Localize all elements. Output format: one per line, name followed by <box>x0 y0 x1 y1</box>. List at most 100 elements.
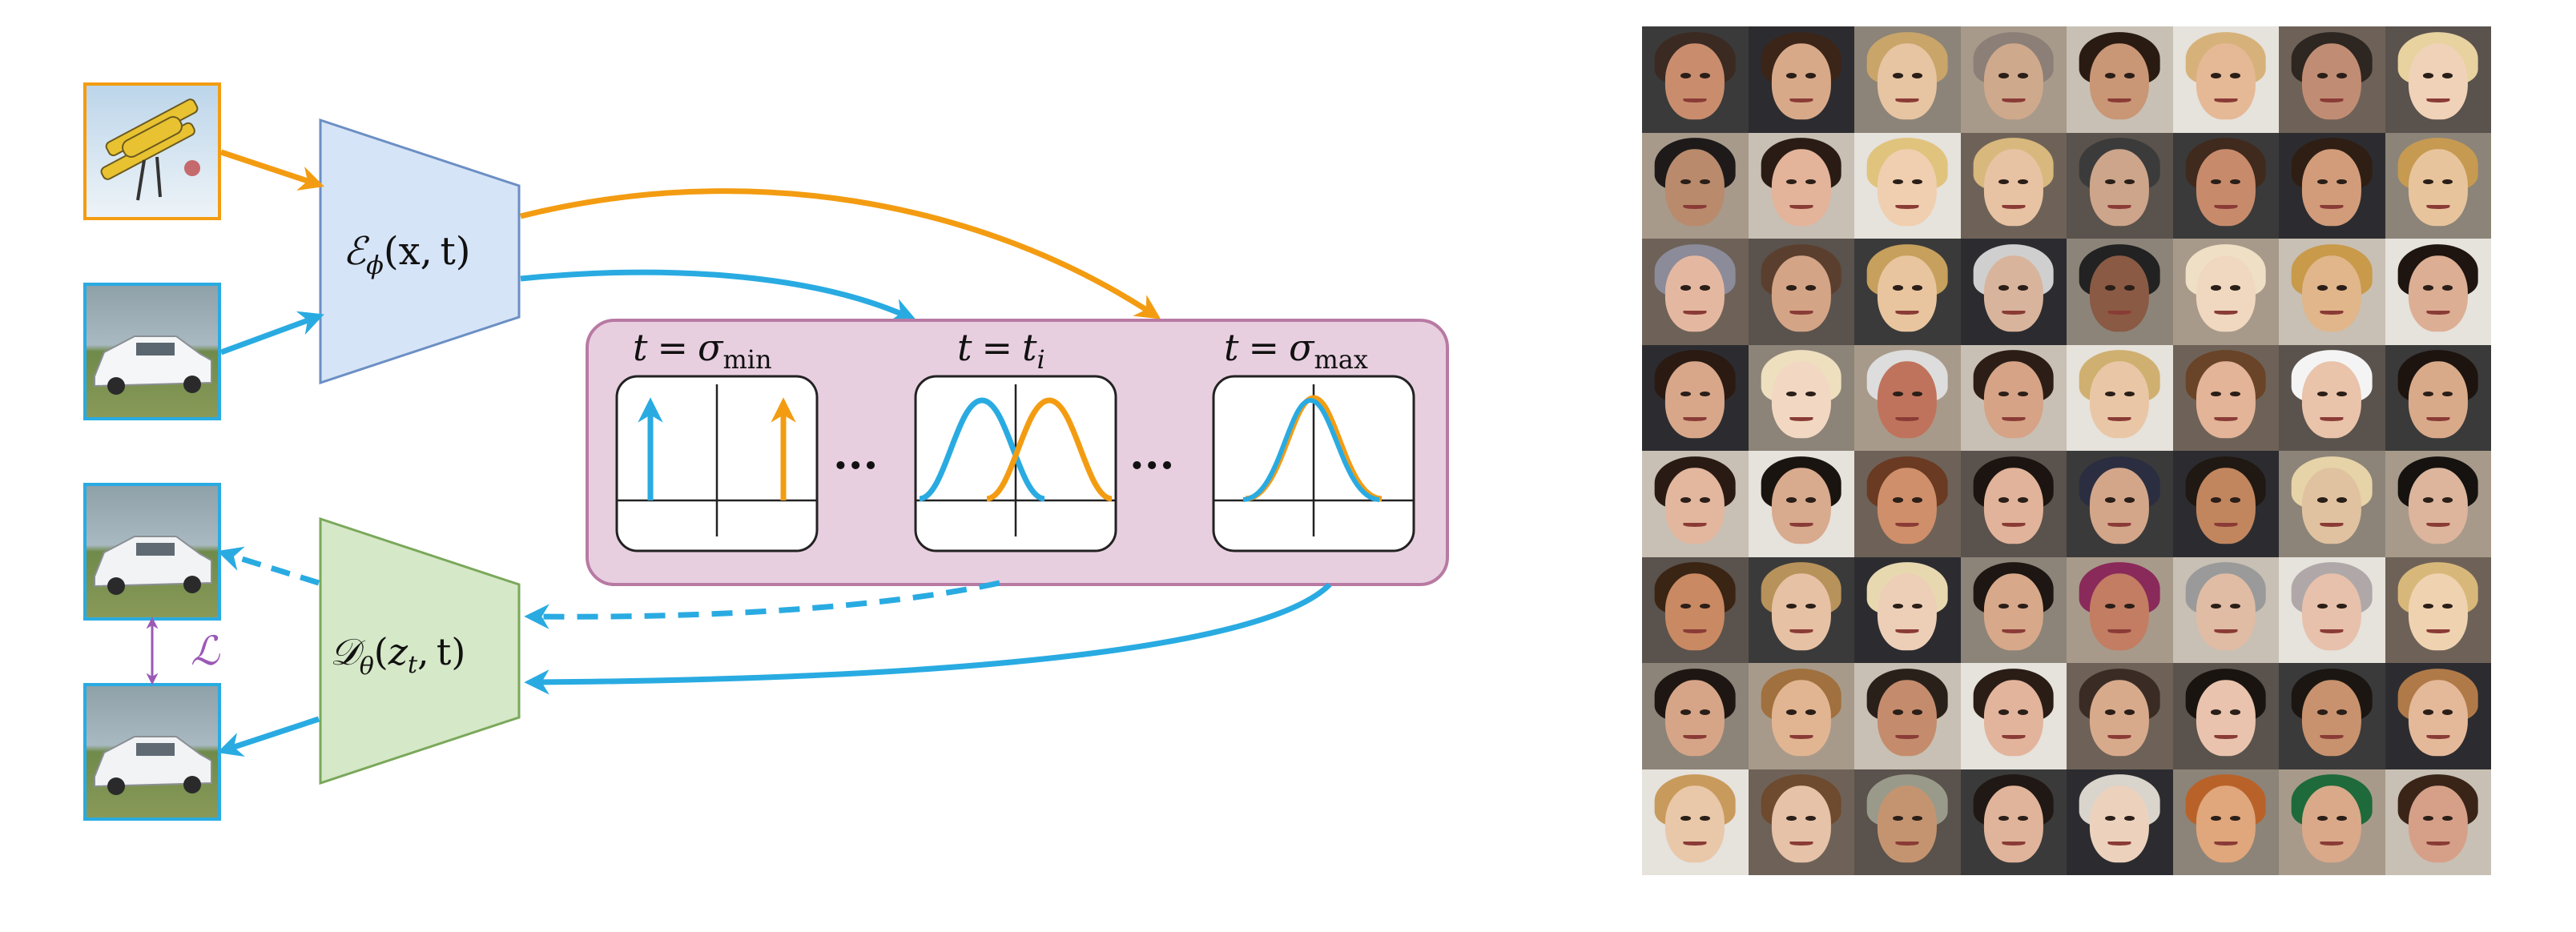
face-eye <box>1680 603 1691 609</box>
face-eye <box>2336 497 2347 503</box>
face-head <box>1665 43 1725 120</box>
face-mouth <box>1683 523 1707 528</box>
face-head <box>1983 361 2043 439</box>
face-thumbnail <box>2279 451 2385 557</box>
face-eye <box>2018 73 2029 78</box>
arrow-decoder-to-reconstruction-dashed <box>216 546 320 586</box>
face-mouth <box>2426 204 2450 209</box>
face-thumbnail <box>2067 451 2173 557</box>
face-mouth <box>2002 416 2026 421</box>
face-eye <box>1998 179 2010 185</box>
face-mouth <box>2002 98 2026 103</box>
face-thumbnail <box>2172 451 2279 557</box>
face-eye <box>2423 815 2434 822</box>
ellipsis-right: ··· <box>1129 440 1174 491</box>
face-head <box>2408 361 2468 439</box>
car-input-image <box>83 283 221 420</box>
face-eye <box>2018 497 2029 503</box>
face-thumbnail <box>1642 663 1749 769</box>
face-thumbnail <box>2279 26 2385 133</box>
face-mouth <box>2426 841 2450 846</box>
face-head <box>1665 785 1725 863</box>
face-head <box>2090 785 2150 863</box>
face-eye <box>2123 497 2135 503</box>
face-mouth <box>2320 416 2344 421</box>
face-eye <box>1805 709 1817 715</box>
face-head <box>1771 43 1831 120</box>
face-eye <box>2442 285 2453 291</box>
face-mouth <box>1895 311 1919 315</box>
face-eye <box>1998 815 2010 822</box>
face-head <box>1983 785 2043 863</box>
face-eye <box>2423 391 2434 397</box>
face-mouth <box>1895 416 1919 421</box>
face-mouth <box>2002 523 2026 528</box>
face-eye <box>2423 497 2434 503</box>
ellipsis-left: ··· <box>833 440 878 491</box>
face-eye <box>2104 603 2115 609</box>
face-eye <box>2123 603 2135 609</box>
face-eye <box>1998 603 2010 609</box>
face-head <box>2090 149 2150 227</box>
face-eye <box>1805 391 1817 397</box>
face-eye <box>1998 497 2010 503</box>
face-eye <box>2211 709 2222 715</box>
panel-title-ti: t=ti <box>957 326 1045 375</box>
face-head <box>2302 43 2362 120</box>
face-head <box>2196 149 2256 227</box>
car-reconstruction-image <box>83 483 221 621</box>
face-eye <box>2123 709 2135 715</box>
face-thumbnail <box>1748 451 1854 557</box>
face-thumbnail <box>1642 344 1749 451</box>
face-thumbnail <box>1854 26 1961 133</box>
face-mouth <box>1895 98 1919 103</box>
face-eye <box>2230 709 2241 715</box>
face-mouth <box>2426 523 2450 528</box>
autoencoder-diagram: ℒ ℰϕ(x, t) 𝒟θ(zt, t) t=σmin t=ti t=σmax … <box>83 82 1449 821</box>
face-mouth <box>1789 629 1813 633</box>
face-eye <box>2123 73 2135 78</box>
face-head <box>1771 149 1831 227</box>
face-mouth <box>1895 523 1919 528</box>
face-head <box>1771 680 1831 757</box>
face-head <box>1878 43 1938 120</box>
face-head <box>2090 680 2150 757</box>
face-head <box>2408 255 2468 332</box>
face-head <box>2196 468 2256 544</box>
face-eye <box>2104 285 2115 291</box>
face-eye <box>2336 603 2347 609</box>
face-head <box>2302 680 2362 757</box>
face-head <box>1771 468 1831 544</box>
face-eye <box>1998 391 2010 397</box>
face-mouth <box>1683 735 1707 740</box>
arrow-car-to-encoder <box>219 311 324 356</box>
face-thumbnail <box>2067 132 2173 239</box>
face-head <box>2196 361 2256 439</box>
face-thumbnail <box>2067 344 2173 451</box>
face-mouth <box>2002 841 2026 846</box>
face-mouth <box>1683 841 1707 846</box>
face-eye <box>2336 391 2347 397</box>
face-eye <box>2230 73 2241 78</box>
face-eye <box>2336 179 2347 185</box>
arrow-decoder-to-output <box>217 716 320 757</box>
face-thumbnail <box>1642 132 1749 239</box>
face-thumbnail <box>1748 556 1854 663</box>
face-eye <box>2423 285 2434 291</box>
face-eye <box>1680 73 1691 78</box>
face-eye <box>2230 603 2241 609</box>
face-mouth <box>2320 523 2344 528</box>
face-thumbnail <box>2067 556 2173 663</box>
face-eye <box>1699 497 1710 503</box>
face-eye <box>2230 815 2241 822</box>
face-head <box>2302 573 2362 651</box>
panel-title-sigma-min: t=σmin <box>633 326 772 375</box>
face-thumbnail <box>1854 132 1961 239</box>
face-thumbnail <box>1960 663 2067 769</box>
face-thumbnail <box>1960 239 2067 345</box>
face-mouth <box>1895 735 1919 740</box>
face-eye <box>1699 709 1710 715</box>
face-head <box>1983 468 2043 544</box>
face-mouth <box>2107 416 2131 421</box>
face-head <box>2408 43 2468 120</box>
